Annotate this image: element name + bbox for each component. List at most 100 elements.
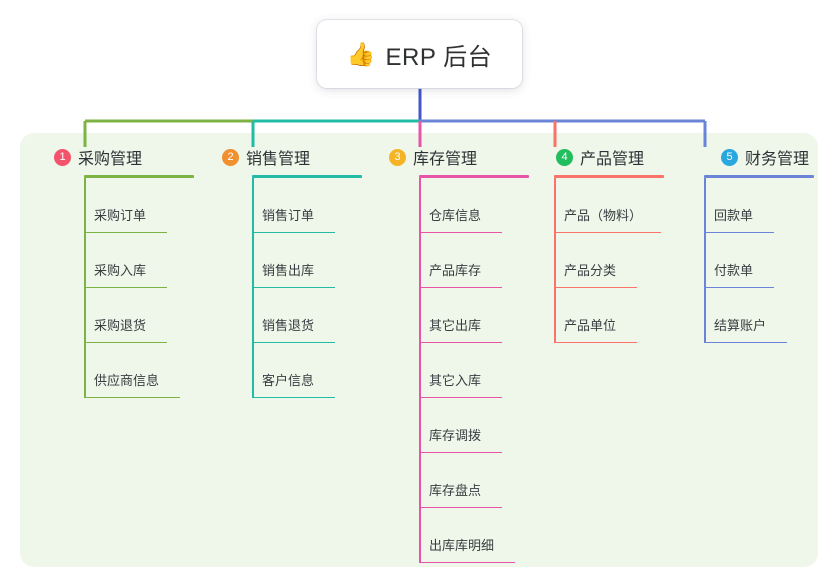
list-item[interactable]: 库存调拨 (371, 398, 529, 453)
column-header-1[interactable]: 1 采购管理 (36, 145, 194, 169)
list-item-label: 其它出库 (429, 318, 482, 333)
column-title-2: 销售管理 (246, 151, 311, 168)
list-item[interactable]: 产品分类 (538, 233, 664, 288)
column-采购管理: 1 采购管理采购订单采购入库采购退货供应商信息 (36, 145, 194, 398)
list-item-label: 库存盘点 (429, 483, 482, 498)
list-item-label: 采购订单 (94, 208, 147, 223)
column-header-4[interactable]: 4 产品管理 (538, 145, 664, 169)
list-item-label: 采购入库 (94, 263, 147, 278)
list-item-label: 仓库信息 (429, 208, 482, 223)
list-item[interactable]: 销售退货 (204, 288, 362, 343)
list-item[interactable]: 回款单 (703, 178, 814, 233)
column-产品管理: 4 产品管理产品（物料） 产品分类产品单位 (538, 145, 664, 343)
list-item-rule (252, 286, 335, 288)
column-badge-1: 1 (54, 148, 71, 166)
list-item-rule (84, 341, 167, 343)
list-item[interactable]: 采购退货 (36, 288, 194, 343)
list-item-rule (704, 286, 774, 288)
column-header-5[interactable]: 5 财务管理 (703, 145, 814, 169)
column-title-5: 财务管理 (745, 151, 810, 168)
list-item-rule (704, 231, 774, 233)
list-item[interactable]: 产品库存 (371, 233, 529, 288)
list-item-label: 回款单 (714, 208, 754, 223)
column-财务管理: 5 财务管理回款单付款单结算账户 (703, 145, 814, 343)
column-items-2: 销售订单销售出库销售退货客户信息 (204, 178, 362, 398)
list-item-label: 产品（物料） (564, 208, 643, 223)
list-item-label: 产品库存 (429, 263, 482, 278)
list-item-rule (554, 231, 661, 233)
column-rule-3 (419, 175, 529, 178)
list-item[interactable]: 销售出库 (204, 233, 362, 288)
list-item[interactable]: 销售订单 (204, 178, 362, 233)
list-item-rule (704, 341, 787, 343)
column-items-1: 采购订单采购入库采购退货供应商信息 (36, 178, 194, 398)
column-spine-4 (554, 178, 556, 343)
list-item-rule (84, 286, 167, 288)
root-node-card[interactable]: 👍 ERP 后台 (317, 20, 522, 88)
column-items-3: 仓库信息产品库存其它出库其它入库库存调拨库存盘点出库库明细 (371, 178, 529, 563)
list-item-label: 库存调拨 (429, 428, 482, 443)
list-item[interactable]: 客户信息 (204, 343, 362, 398)
list-item-rule (419, 561, 515, 563)
list-item-rule (419, 396, 502, 398)
list-item-label: 出库库明细 (429, 538, 495, 553)
column-header-2[interactable]: 2 销售管理 (204, 145, 362, 169)
column-badge-4: 4 (556, 148, 573, 166)
list-item-rule (419, 231, 502, 233)
list-item[interactable]: 库存盘点 (371, 453, 529, 508)
list-item-rule (419, 341, 502, 343)
list-item[interactable]: 付款单 (703, 233, 814, 288)
column-badge-2: 2 (222, 148, 239, 166)
list-item-label: 结算账户 (714, 318, 767, 333)
list-item-rule (419, 451, 502, 453)
list-item-rule (252, 341, 335, 343)
list-item[interactable]: 仓库信息 (371, 178, 529, 233)
column-badge-3: 3 (389, 148, 406, 166)
column-rule-5 (704, 175, 814, 178)
list-item-label: 产品分类 (564, 263, 617, 278)
list-item[interactable]: 其它出库 (371, 288, 529, 343)
list-item-label: 采购退货 (94, 318, 147, 333)
list-item[interactable]: 结算账户 (703, 288, 814, 343)
list-item[interactable]: 产品单位 (538, 288, 664, 343)
list-item-label: 销售出库 (262, 263, 315, 278)
list-item[interactable]: 采购入库 (36, 233, 194, 288)
list-item-label: 付款单 (714, 263, 754, 278)
thumbs-up-icon: 👍 (346, 40, 376, 67)
list-item-label: 产品单位 (564, 318, 617, 333)
column-items-4: 产品（物料） 产品分类产品单位 (538, 178, 664, 343)
list-item-label: 销售订单 (262, 208, 315, 223)
list-item[interactable]: 采购订单 (36, 178, 194, 233)
list-item-label: 销售退货 (262, 318, 315, 333)
list-item-rule (419, 506, 502, 508)
column-rule-2 (252, 175, 362, 178)
column-spine-5 (704, 178, 706, 343)
list-item[interactable]: 出库库明细 (371, 508, 529, 563)
list-item[interactable]: 其它入库 (371, 343, 529, 398)
list-item-rule (419, 286, 502, 288)
list-item-rule (554, 341, 637, 343)
column-rule-1 (84, 175, 194, 178)
column-items-5: 回款单付款单结算账户 (703, 178, 814, 343)
list-item-label: 其它入库 (429, 373, 482, 388)
list-item-label: 供应商信息 (94, 373, 160, 388)
root-node-title: ERP 后台 (385, 43, 493, 71)
column-title-4: 产品管理 (580, 151, 645, 168)
list-item[interactable]: 产品（物料） (538, 178, 664, 233)
list-item-rule (84, 396, 180, 398)
list-item-rule (554, 286, 637, 288)
list-item[interactable]: 供应商信息 (36, 343, 194, 398)
column-spine-1 (84, 178, 86, 398)
column-spine-3 (419, 178, 421, 563)
list-item-rule (252, 396, 335, 398)
list-item-rule (252, 231, 335, 233)
column-销售管理: 2 销售管理销售订单销售出库销售退货客户信息 (204, 145, 362, 398)
root-node-content: 👍 ERP 后台 (347, 37, 492, 72)
column-badge-5: 5 (721, 148, 738, 166)
column-title-1: 采购管理 (78, 151, 143, 168)
column-rule-4 (554, 175, 664, 178)
list-item-label: 客户信息 (262, 373, 315, 388)
